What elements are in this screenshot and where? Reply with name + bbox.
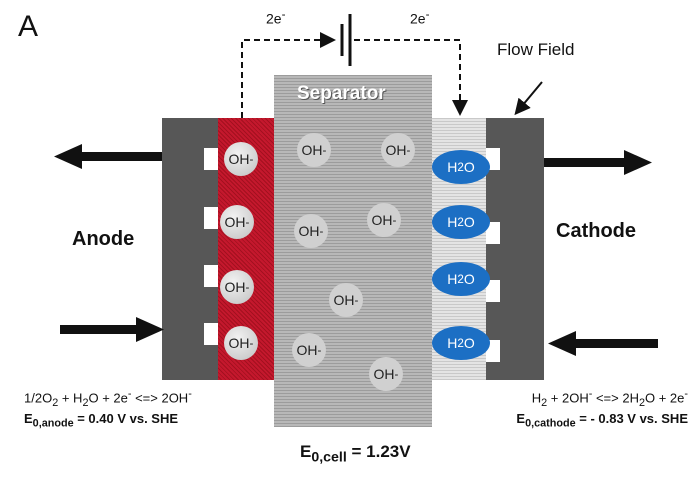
hydroxide-ion: OH- xyxy=(220,205,254,239)
hydroxide-ion: OH- xyxy=(297,133,331,167)
hydroxide-ion: OH- xyxy=(381,133,415,167)
flow-field-pointer xyxy=(514,81,543,116)
cathode-label: Cathode xyxy=(556,220,636,242)
electron-label-left: 2e- xyxy=(266,8,286,27)
hydroxide-ion: OH- xyxy=(220,270,254,304)
battery-icon xyxy=(340,14,352,66)
hydroxide-ion: OH- xyxy=(224,326,258,360)
flow-field-label: Flow Field xyxy=(497,40,575,59)
anode-equation: 1/2O2 + H2O + 2e- <=> 2OH- E0,anode = 0.… xyxy=(24,388,192,430)
anode-label: Anode xyxy=(72,228,135,250)
separator-label: Separator xyxy=(297,83,386,104)
hydroxide-ion: OH- xyxy=(294,214,328,248)
flow-arrows xyxy=(54,144,658,356)
flow-channel xyxy=(486,280,500,302)
flow-channel xyxy=(204,207,218,229)
hydroxide-ion: OH- xyxy=(369,357,403,391)
flow-channel xyxy=(204,148,218,170)
anode-potential: E0,anode = 0.40 V vs. SHE xyxy=(24,410,179,430)
electron-label-right: 2e- xyxy=(410,8,430,27)
cathode-potential: E0,cathode = - 0.83 V vs. SHE xyxy=(516,410,688,430)
cathode-equation: H2 + 2OH- <=> 2H2O + 2e- E0,cathode = - … xyxy=(516,388,688,430)
separator-membrane xyxy=(274,75,432,427)
flow-channel xyxy=(204,265,218,287)
hydroxide-ion: OH- xyxy=(224,142,258,176)
external-circuit xyxy=(241,32,468,118)
hydroxide-ion: OH- xyxy=(292,333,326,367)
hydroxide-ion: OH- xyxy=(329,283,363,317)
cell-potential: E0,cell = 1.23V xyxy=(300,442,411,466)
panel-label: A xyxy=(18,10,39,43)
flow-channel xyxy=(486,222,500,244)
flow-channel xyxy=(204,323,218,345)
hydroxide-ion: OH- xyxy=(367,203,401,237)
